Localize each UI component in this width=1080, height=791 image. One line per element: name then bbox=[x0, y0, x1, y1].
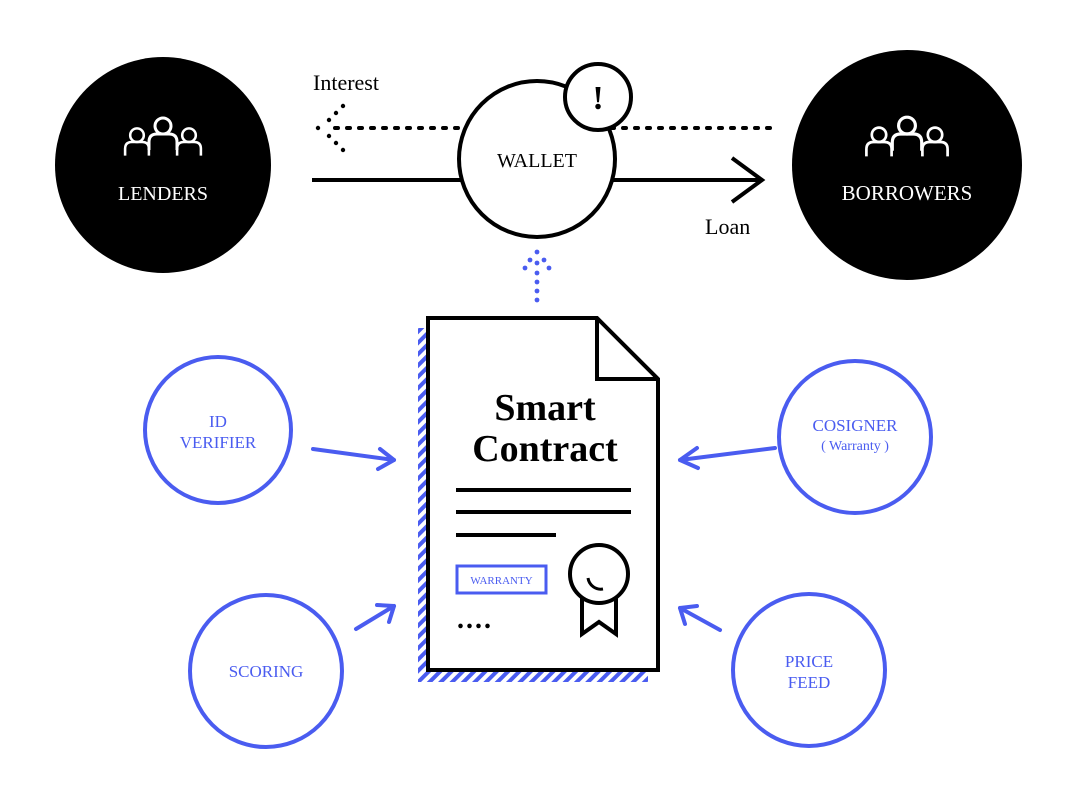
borrowers-node: BORROWERS bbox=[792, 50, 1022, 280]
loan-arrowhead bbox=[730, 156, 766, 204]
id-verifier-label-line1: ID bbox=[209, 412, 227, 431]
warranty-stamp: WARRANTY bbox=[455, 564, 548, 595]
lenders-label: LENDERS bbox=[118, 183, 208, 205]
scoring-node: SCORING bbox=[188, 593, 344, 749]
cosigner-label-line2: ( Warranty ) bbox=[821, 439, 889, 454]
contract-title-line2: Contract bbox=[472, 428, 618, 470]
award-ribbon-icon bbox=[568, 543, 630, 638]
contract-ellipsis: .... bbox=[457, 604, 493, 635]
smart-contract-document: Smart Contract WARRANTY .... bbox=[418, 316, 660, 682]
wallet-label: WALLET bbox=[497, 150, 577, 172]
scoring-arrow bbox=[354, 603, 396, 631]
cosigner-arrow bbox=[678, 446, 777, 470]
interest-arrowhead bbox=[315, 103, 346, 153]
lenders-node: LENDERS bbox=[55, 57, 271, 273]
contract-title-line1: Smart bbox=[494, 387, 596, 429]
folded-corner bbox=[595, 318, 658, 381]
warranty-stamp-label: WARRANTY bbox=[470, 575, 532, 587]
contract-text-lines bbox=[456, 488, 631, 537]
price-feed-node: PRICE FEED bbox=[731, 592, 887, 748]
price-feed-label-line1: PRICE bbox=[785, 652, 833, 671]
borrowers-label: BORROWERS bbox=[842, 181, 973, 205]
id-verifier-label-line2: VERIFIER bbox=[180, 433, 257, 452]
cosigner-node: COSIGNER ( Warranty ) bbox=[777, 359, 933, 515]
cosigner-label-line1: COSIGNER bbox=[812, 416, 898, 435]
id-verifier-node: ID VERIFIER bbox=[143, 355, 293, 505]
scoring-label: SCORING bbox=[229, 662, 304, 681]
id-verifier-arrow bbox=[311, 447, 396, 471]
alert-badge: ! bbox=[563, 62, 633, 132]
contract-to-wallet-arrow bbox=[522, 249, 552, 303]
loan-label: Loan bbox=[705, 214, 750, 239]
price-feed-arrow bbox=[678, 604, 722, 632]
interest-label: Interest bbox=[313, 70, 379, 95]
price-feed-label-line2: FEED bbox=[788, 673, 831, 692]
wallet-node: WALLET ! bbox=[457, 62, 633, 239]
alert-icon: ! bbox=[592, 80, 603, 117]
